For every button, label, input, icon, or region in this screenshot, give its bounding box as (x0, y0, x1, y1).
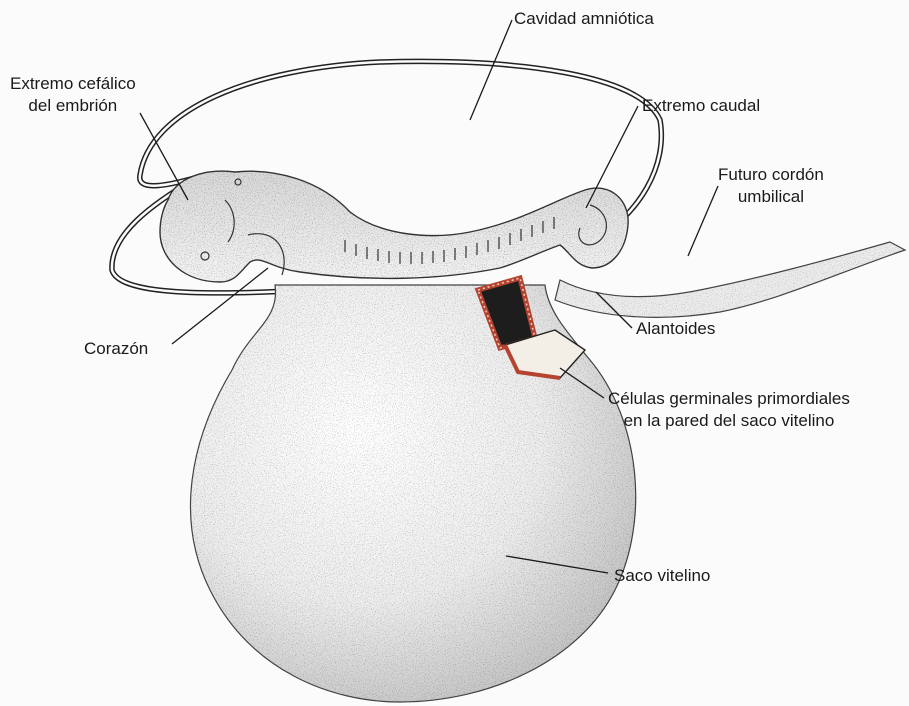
label-umbilical-cord-line-2: umbilical (718, 186, 824, 208)
leader-amniotic-cavity (470, 20, 512, 120)
label-heart: Corazón (84, 338, 148, 360)
label-yolk-sac: Saco vitelino (614, 565, 710, 587)
label-allantois-text: Alantoides (636, 318, 715, 340)
label-heart-text: Corazón (84, 338, 148, 360)
label-amniotic-cavity: Cavidad amniótica (514, 8, 654, 30)
label-umbilical-cord: Futuro cordón umbilical (718, 164, 824, 208)
label-allantois: Alantoides (636, 318, 715, 340)
label-caudal-end-text: Extremo caudal (642, 95, 760, 117)
label-cephalic-end-line-1: Extremo cefálico (10, 73, 136, 95)
label-caudal-end: Extremo caudal (642, 95, 760, 117)
leader-umbilical-cord (688, 186, 718, 256)
label-germ-cells-line-2: en la pared del saco vitelino (608, 410, 850, 432)
embryo-body (160, 171, 628, 282)
label-amniotic-cavity-text: Cavidad amniótica (514, 8, 654, 30)
label-cephalic-end: Extremo cefálico del embrión (10, 73, 136, 117)
label-umbilical-cord-line-1: Futuro cordón (718, 164, 824, 186)
label-germ-cells: Células germinales primordiales en la pa… (608, 388, 850, 432)
label-cephalic-end-line-2: del embrión (10, 95, 136, 117)
label-germ-cells-line-1: Células germinales primordiales (608, 388, 850, 410)
label-yolk-sac-text: Saco vitelino (614, 565, 710, 587)
